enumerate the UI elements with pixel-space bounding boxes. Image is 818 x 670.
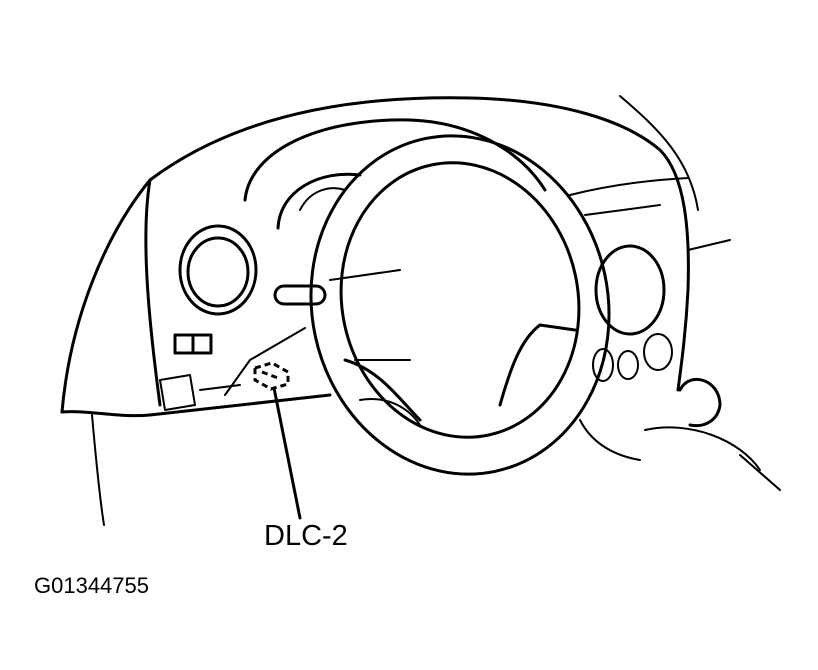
figure-code: G01344755 — [34, 573, 149, 598]
console-shapes — [579, 377, 781, 491]
callout-leader-line — [272, 386, 302, 520]
dashboard-outline — [60, 95, 731, 526]
dlc-connector — [253, 361, 302, 520]
steering-wheel — [309, 134, 611, 476]
left-switch-panel — [159, 327, 306, 411]
dlc-callout-label: DLC-2 — [264, 520, 348, 552]
instrument-cluster — [243, 118, 547, 230]
right-dash-details — [569, 177, 689, 382]
center-slot — [273, 284, 327, 306]
left-round-vent — [178, 224, 258, 316]
